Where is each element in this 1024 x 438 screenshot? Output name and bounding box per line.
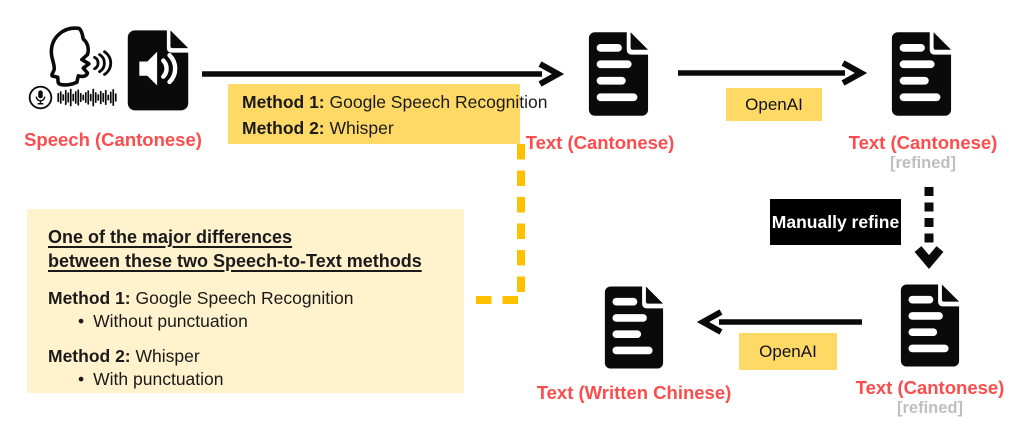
speaking-head-icon [49, 26, 113, 87]
note-method-2-value: Whisper [130, 346, 200, 366]
openai-box-1: OpenAI [726, 88, 822, 121]
manually-refine-box: Manually refine [770, 199, 901, 245]
arrow-refined-to-written-head [696, 309, 723, 335]
openai-box-2: OpenAI [739, 333, 837, 370]
arrow-speech-to-text-head [538, 61, 565, 87]
document-icon-text-cantonese-refined-2 [900, 284, 960, 367]
methods-box: Method 1: Google Speech Recognition Meth… [228, 84, 547, 144]
method-2-line: Method 2: Whisper [242, 115, 520, 141]
refined-label-2: [refined] [897, 399, 963, 417]
dotted-arrow-manual-refine-head [914, 246, 944, 269]
note-method-1-label: Method 1: [48, 288, 131, 308]
note-method-2-line: Method 2: Whisper [48, 345, 452, 368]
note-method-2-bullet: •With punctuation [78, 369, 224, 389]
note-title-line-1: One of the major differences [48, 227, 293, 247]
bullet-icon: • [78, 311, 85, 331]
document-icon-text-cantonese [588, 32, 649, 116]
waveform-icon [57, 88, 117, 107]
note-title-line-2: between these two Speech-to-Text methods [48, 251, 422, 271]
speech-cantonese-label: Speech (Cantonese) [24, 129, 202, 150]
note-method-1-value: Google Speech Recognition [130, 288, 354, 308]
method-2-value: Whisper [324, 118, 394, 138]
dashed-connector-line [465, 144, 525, 304]
method-1-label: Method 1: [242, 92, 325, 112]
method-2-label: Method 2: [242, 118, 325, 138]
text-cantonese-label-2: Text (Cantonese) [848, 132, 998, 153]
note-method-2-label: Method 2: [48, 346, 131, 366]
method-1-value: Google Speech Recognition [324, 92, 548, 112]
text-cantonese-label-1: Text (Cantonese) [525, 132, 675, 153]
arrow-text-to-refined-head [841, 60, 868, 86]
document-icon-text-written-chinese [604, 286, 664, 369]
document-icon-text-cantonese-refined [891, 32, 952, 116]
audio-file-icon [127, 30, 189, 111]
bullet-icon: • [78, 369, 85, 389]
text-written-chinese-label: Text (Written Chinese) [536, 382, 732, 403]
microphone-icon [28, 85, 53, 110]
method-1-line: Method 1: Google Speech Recognition [242, 89, 547, 115]
refined-label-1: [refined] [890, 154, 956, 172]
differences-note-box: One of the major differences between the… [27, 209, 464, 393]
note-method-1-bullet: •Without punctuation [78, 311, 248, 331]
note-method-1-line: Method 1: Google Speech Recognition [48, 287, 452, 310]
text-cantonese-label-3: Text (Cantonese) [855, 377, 1005, 398]
